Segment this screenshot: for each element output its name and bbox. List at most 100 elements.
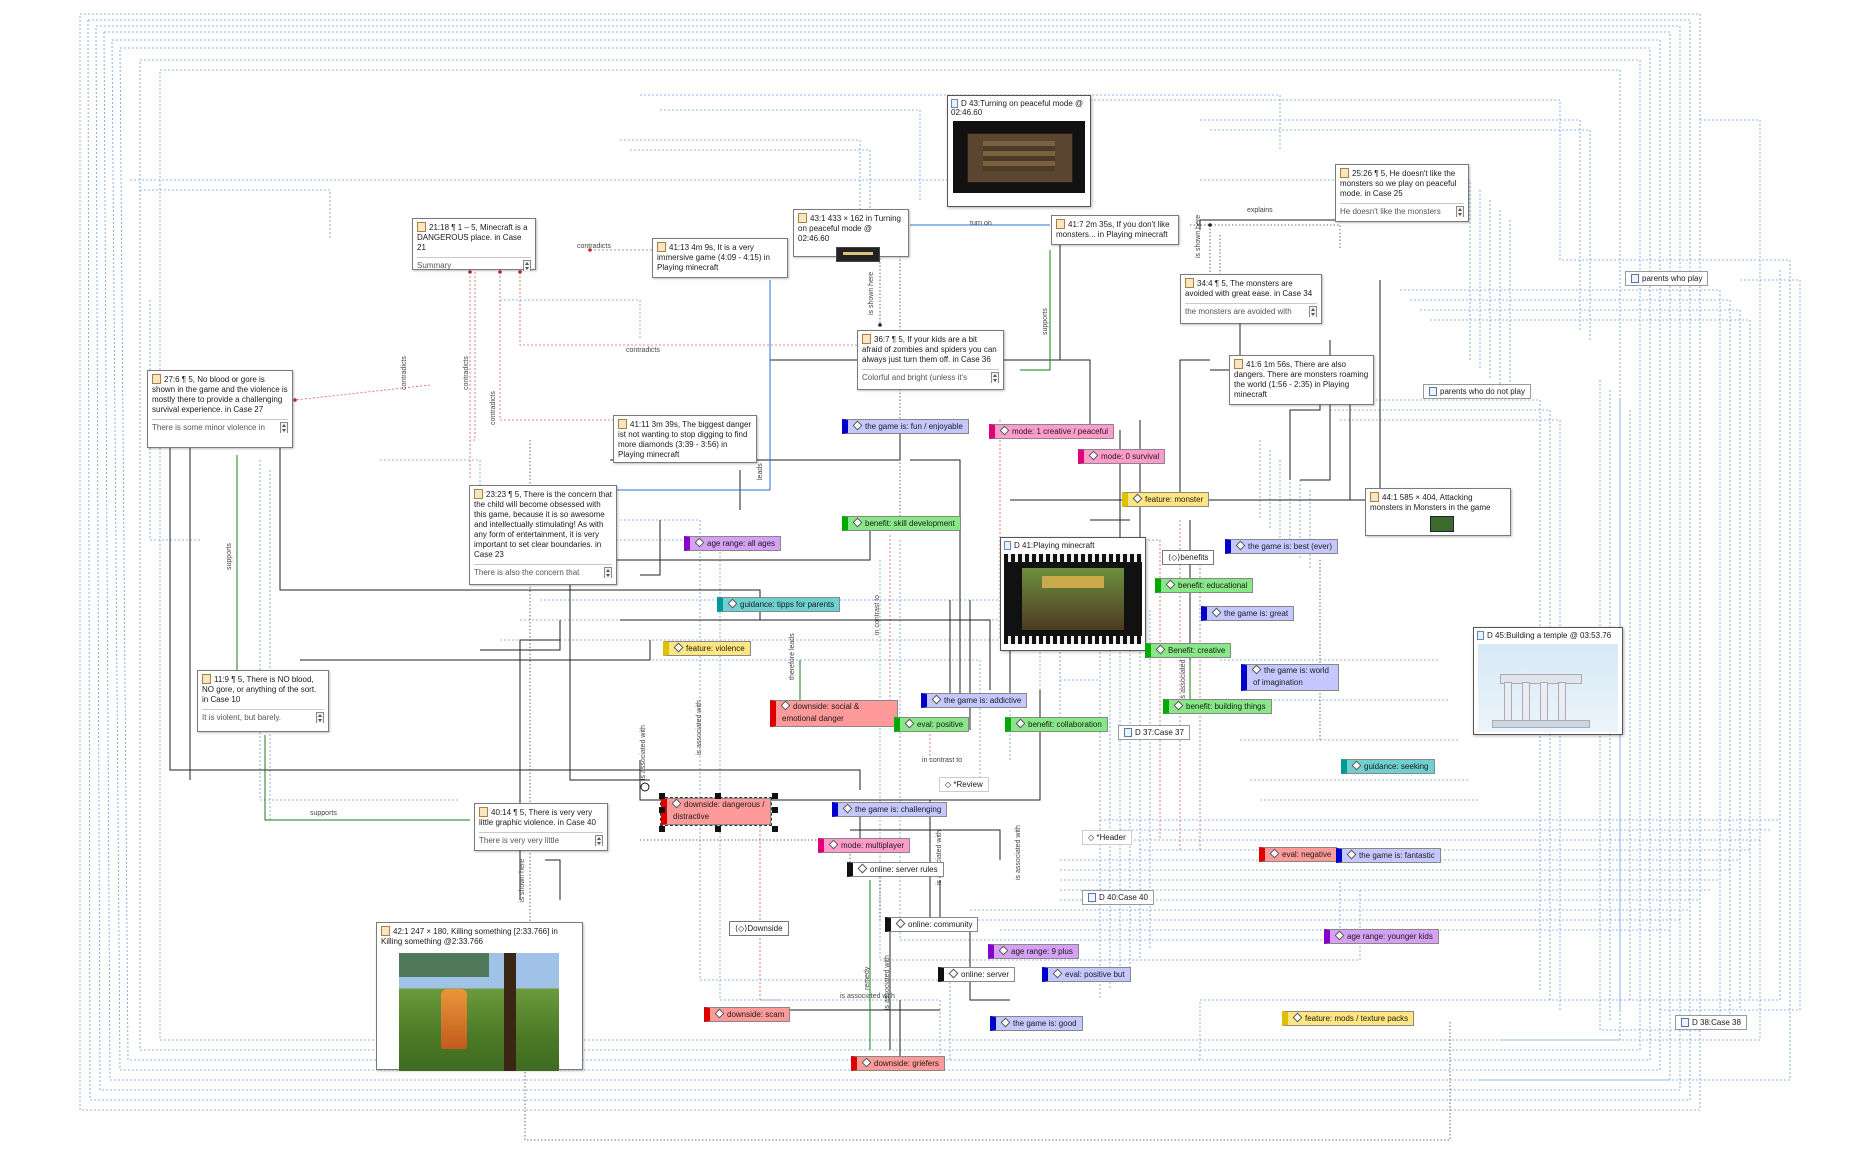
case-document[interactable]: D 38:Case 38 bbox=[1675, 1015, 1747, 1030]
quote-card[interactable]: 43:1 433 × 162 in Turning on peaceful mo… bbox=[793, 209, 909, 262]
green-solid-links bbox=[236, 250, 1191, 1050]
scroll-spinner[interactable] bbox=[604, 567, 612, 578]
code-node[interactable]: the game is: fun / enjoyable bbox=[842, 419, 969, 434]
case-document[interactable]: D 40:Case 40 bbox=[1082, 890, 1154, 905]
code-node[interactable]: guidance: tipps for parents bbox=[717, 597, 841, 612]
code-node[interactable]: eval: negative bbox=[1259, 847, 1338, 862]
resize-handle[interactable] bbox=[715, 793, 721, 799]
quote-card[interactable]: 11:9 ¶ 5, There is NO blood, NO gore, or… bbox=[197, 670, 329, 732]
quote-card[interactable]: 23:23 ¶ 5, There is the concern that the… bbox=[469, 485, 617, 585]
scroll-spinner[interactable] bbox=[1309, 306, 1317, 317]
code-icon bbox=[999, 425, 1010, 436]
code-icon bbox=[671, 798, 682, 809]
scroll-spinner[interactable] bbox=[595, 835, 603, 846]
code-node[interactable]: benefit: building things bbox=[1163, 699, 1272, 714]
quote-text: 41:11 3m 39s, The biggest danger ist not… bbox=[618, 420, 752, 459]
code-node[interactable]: the game is: good bbox=[990, 1016, 1083, 1031]
scroll-spinner[interactable] bbox=[316, 712, 324, 723]
code-node[interactable]: benefit: educational bbox=[1155, 578, 1254, 593]
video-doc-icon bbox=[1477, 631, 1484, 640]
quote-icon bbox=[618, 419, 627, 429]
quote-card[interactable]: 25:26 ¶ 5, He doesn't like the monsters … bbox=[1335, 164, 1469, 222]
quote-card[interactable]: 34:4 ¶ 5, The monsters are avoided with … bbox=[1180, 274, 1322, 324]
code-node[interactable]: downside: scam bbox=[704, 1007, 791, 1022]
code-node[interactable]: downside: griefers bbox=[851, 1056, 945, 1071]
relation-label: supports bbox=[310, 810, 337, 817]
code-node[interactable]: eval: positive but bbox=[1042, 967, 1131, 982]
code-node[interactable]: the game is: fantastic bbox=[1336, 848, 1441, 863]
document-thumbnail bbox=[1478, 644, 1618, 732]
quote-card[interactable]: 40:14 ¶ 5, There is very very little gra… bbox=[474, 803, 608, 851]
code-node[interactable]: online: server bbox=[938, 967, 1016, 982]
code-icon bbox=[852, 420, 863, 431]
document-card[interactable]: D 43:Turning on peaceful mode @ 02:46.60 bbox=[947, 95, 1091, 207]
quote-card[interactable]: 41:13 4m 9s, It is a very immersive game… bbox=[652, 238, 788, 278]
quote-card[interactable]: 41:6 1m 56s, There are also dangers. The… bbox=[1229, 355, 1374, 405]
scroll-spinner[interactable] bbox=[280, 422, 288, 433]
case-document[interactable]: D 37:Case 37 bbox=[1118, 725, 1190, 740]
quote-icon bbox=[381, 926, 390, 936]
quote-card[interactable]: 41:7 2m 35s, If you don't like monsters.… bbox=[1051, 215, 1179, 245]
memo-node[interactable]: ⟨◇⟩benefits bbox=[1162, 550, 1215, 565]
document-card[interactable]: D 41:Playing minecraft bbox=[1000, 537, 1146, 651]
code-node[interactable]: eval: positive bbox=[894, 717, 970, 732]
resize-handle[interactable] bbox=[772, 793, 778, 799]
scroll-spinner[interactable] bbox=[991, 372, 999, 383]
code-node[interactable]: age range: 9 plus bbox=[988, 944, 1079, 959]
code-node[interactable]: the game is: challenging bbox=[832, 802, 948, 817]
code-node[interactable]: online: server rules bbox=[847, 862, 944, 877]
code-node[interactable]: the game is: world of imagination bbox=[1241, 664, 1339, 691]
code-node[interactable]: downside: social & emotional danger bbox=[770, 700, 898, 727]
quote-card[interactable]: 36:7 ¶ 5, If your kids are a bit afraid … bbox=[857, 330, 1004, 390]
code-node[interactable]: mode: 1 creative / peaceful bbox=[989, 424, 1115, 439]
resize-handle[interactable] bbox=[659, 826, 665, 832]
code-node[interactable]: age range: all ages bbox=[684, 536, 782, 551]
quote-text: 41:6 1m 56s, There are also dangers. The… bbox=[1234, 360, 1369, 399]
scroll-spinner[interactable] bbox=[523, 260, 531, 271]
code-node[interactable]: feature: violence bbox=[663, 641, 751, 656]
scroll-spinner[interactable] bbox=[1456, 206, 1464, 217]
relation-label: remedy bbox=[864, 966, 871, 990]
quote-comment: There is also the concern that bbox=[474, 564, 612, 578]
quote-text: 42:1 247 × 180, Killing something [2:33.… bbox=[381, 927, 558, 946]
document-group[interactable]: parents who play bbox=[1625, 271, 1709, 286]
code-node[interactable]: mode: multiplayer bbox=[818, 838, 911, 853]
resize-handle[interactable] bbox=[772, 807, 778, 813]
relation-label: is associated with bbox=[884, 955, 891, 1010]
quote-card[interactable]: 41:11 3m 39s, The biggest danger ist not… bbox=[613, 415, 757, 463]
code-node[interactable]: the game is: great bbox=[1201, 606, 1295, 621]
document-card[interactable]: D 45:Building a temple @ 03:53.76 bbox=[1473, 627, 1623, 735]
quote-card[interactable]: 21:18 ¶ 1 – 5, Minecraft is a DANGEROUS … bbox=[412, 218, 536, 271]
memo-icon: ◇ bbox=[1088, 833, 1097, 842]
code-node[interactable]: benefit: skill development bbox=[842, 516, 961, 531]
code-node[interactable]: benefit: collaboration bbox=[1005, 717, 1108, 732]
quote-card[interactable]: 44:1 585 × 404, Attacking monsters in Mo… bbox=[1365, 488, 1511, 536]
code-node[interactable]: mode: 0 survival bbox=[1078, 449, 1166, 464]
document-title: D 43:Turning on peaceful mode @ 02:46.60 bbox=[951, 99, 1084, 117]
memo-node[interactable]: ◇ *Review bbox=[939, 777, 989, 792]
relation-label: explains bbox=[1247, 207, 1273, 214]
code-node[interactable]: the game is: best (ever) bbox=[1225, 539, 1339, 554]
code-node[interactable]: feature: monster bbox=[1122, 492, 1210, 507]
resize-handle[interactable] bbox=[659, 807, 665, 813]
code-node[interactable]: guidance: seeking bbox=[1341, 759, 1435, 774]
quote-text: 21:18 ¶ 1 – 5, Minecraft is a DANGEROUS … bbox=[417, 223, 528, 252]
code-node[interactable]: Benefit: creative bbox=[1145, 643, 1232, 658]
relation-label: supports bbox=[1042, 308, 1049, 335]
memo-node[interactable]: ⟨◇⟩Downside bbox=[729, 921, 789, 936]
code-node-selected[interactable]: downside: dangerous / distractive bbox=[659, 793, 778, 832]
resize-handle[interactable] bbox=[715, 826, 721, 832]
code-node[interactable]: age range: younger kids bbox=[1324, 929, 1439, 944]
resize-handle[interactable] bbox=[772, 826, 778, 832]
resize-handle[interactable] bbox=[659, 793, 665, 799]
document-group[interactable]: parents who do not play bbox=[1423, 384, 1531, 399]
code-icon bbox=[1000, 1017, 1011, 1028]
code-node[interactable]: the game is: addictive bbox=[921, 693, 1028, 708]
code-node[interactable]: online: community bbox=[885, 917, 979, 932]
quote-card[interactable]: 42:1 247 × 180, Killing something [2:33.… bbox=[376, 922, 583, 1071]
code-node[interactable]: feature: mods / texture packs bbox=[1282, 1011, 1415, 1026]
memo-node[interactable]: ◇ *Header bbox=[1082, 830, 1132, 845]
quote-comment: Colorful and bright (unless it's bbox=[862, 369, 999, 383]
quote-card[interactable]: 27:6 ¶ 5, No blood or gore is shown in t… bbox=[147, 370, 293, 448]
